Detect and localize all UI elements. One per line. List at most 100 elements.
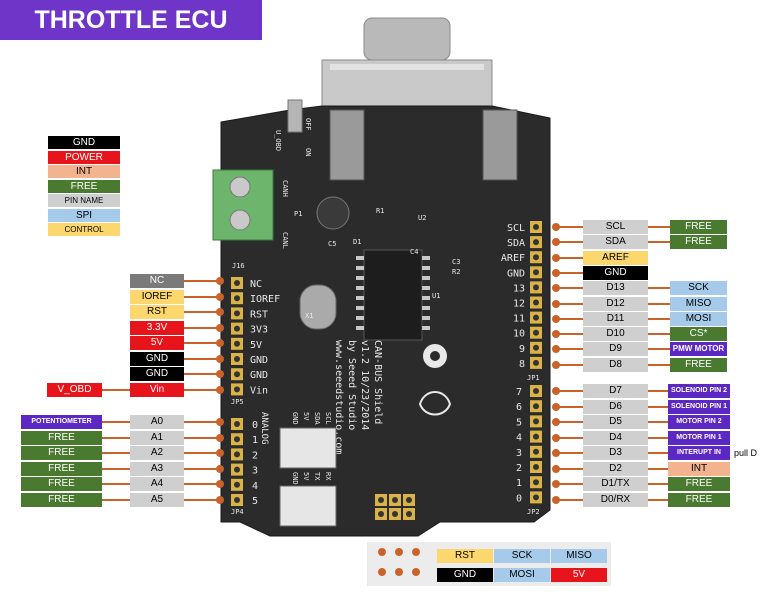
connector-dot	[216, 464, 224, 473]
pin-label: A3	[130, 461, 184, 476]
connector-line	[184, 295, 220, 298]
ic-pin	[422, 256, 430, 260]
legend-item: FREE	[48, 179, 120, 193]
pin-label: D8	[583, 357, 648, 372]
board-pin-label: 0	[252, 420, 258, 431]
ic-chip	[363, 249, 423, 341]
pin-label: D6	[583, 399, 648, 414]
x1-label: X1	[305, 312, 313, 320]
icsp-pin-hole	[392, 497, 398, 503]
header-pin-hole	[533, 403, 539, 410]
connector-line	[184, 452, 220, 454]
external-label: SOLENOID PIN 1	[668, 399, 730, 414]
connector-line	[184, 373, 220, 375]
board-pin-label: Vin	[250, 385, 268, 396]
board-pin-label: 10	[513, 329, 525, 340]
connector-line	[556, 483, 583, 485]
analog-label: ANALOG	[259, 412, 269, 445]
grove-connector	[279, 427, 337, 469]
connector-line	[648, 317, 670, 320]
shield-text: www.seeedstudio.com	[333, 340, 344, 454]
header-pin-hole	[234, 356, 240, 362]
switch	[287, 99, 303, 133]
header-pin-hole	[533, 448, 539, 455]
connector-line	[648, 498, 668, 501]
external-label: INT	[668, 461, 730, 476]
external-label: FREE	[21, 430, 102, 445]
connector-line	[648, 348, 670, 351]
connector-line	[648, 363, 670, 366]
icsp-dot	[378, 568, 386, 576]
connector-dot	[216, 370, 224, 378]
board-pin-label: 2	[516, 463, 522, 474]
pin-label: GND	[130, 367, 184, 381]
header-pin-hole	[533, 359, 539, 366]
connector-line	[556, 390, 583, 392]
icsp-pin-hole	[378, 497, 384, 503]
connector-dot	[216, 308, 224, 316]
header-pin-hole	[533, 239, 539, 246]
connector-dot	[216, 339, 224, 347]
icsp-pin-hole	[406, 511, 412, 517]
grove-label: TX	[313, 472, 321, 481]
connector-line	[184, 311, 220, 313]
board-pin-label: 11	[513, 314, 525, 325]
external-label: PMW MOTOR	[670, 342, 727, 357]
external-label: FREE	[670, 235, 727, 250]
icsp-dot	[412, 548, 420, 556]
pin-label: GND	[130, 351, 184, 366]
pin-label: A5	[130, 492, 184, 507]
pin-label: D13	[583, 281, 648, 296]
board-pin-label: 13	[513, 283, 525, 294]
board-pin-label: SCL	[507, 223, 525, 234]
connector-line	[648, 436, 668, 439]
header-pin-hole	[234, 421, 240, 427]
icsp-dot	[412, 568, 420, 576]
header-pin-hole	[234, 280, 240, 286]
jp5-label: JP5	[231, 398, 244, 406]
board-pin-label: RST	[250, 309, 268, 320]
icsp-label: GND	[437, 568, 493, 582]
grove-label: GND	[291, 412, 299, 425]
connector-line	[184, 280, 220, 282]
connector-line	[102, 436, 130, 439]
board-pin-label: 12	[513, 299, 525, 310]
header-pin-hole	[533, 494, 539, 501]
terminal-screw	[229, 209, 251, 231]
db9-connector-top	[363, 17, 451, 61]
header-pin-hole	[533, 418, 539, 425]
header-pin-hole	[234, 371, 240, 378]
pin-label: NC	[130, 274, 184, 288]
connector-line	[102, 421, 130, 423]
pin-label: D12	[583, 296, 648, 311]
pin-label: D5	[583, 415, 648, 429]
c3-label: C3	[452, 258, 460, 266]
board-pin-label: GND	[250, 355, 268, 366]
external-label: MISO	[670, 296, 727, 311]
board-pin-label: NC	[250, 279, 262, 290]
external-label: FREE	[668, 492, 730, 507]
icsp-dot	[395, 568, 403, 576]
connector-line	[184, 357, 220, 360]
connector-line	[102, 483, 130, 485]
connector-line	[556, 287, 583, 290]
board-pin-label: 1	[516, 478, 522, 489]
ic-pin	[422, 286, 430, 290]
pin-label: D0/RX	[583, 492, 648, 507]
connector-line	[648, 421, 668, 423]
external-label: SOLENOID PIN 2	[668, 384, 730, 398]
board-pin-label: 7	[516, 387, 522, 398]
external-label: FREE	[21, 461, 102, 476]
connector-line	[102, 467, 130, 470]
pin-label: A2	[130, 446, 184, 460]
legend-item: PIN NAME	[48, 194, 120, 207]
board-pin-label: 5	[516, 417, 522, 428]
header-pin-hole	[533, 329, 539, 336]
header-pin-hole	[234, 295, 240, 302]
pin-label: D9	[583, 342, 648, 357]
grove-connector	[279, 485, 337, 527]
connector-line	[556, 467, 583, 470]
header-pin-hole	[234, 310, 240, 317]
header-pin-hole	[533, 284, 539, 291]
